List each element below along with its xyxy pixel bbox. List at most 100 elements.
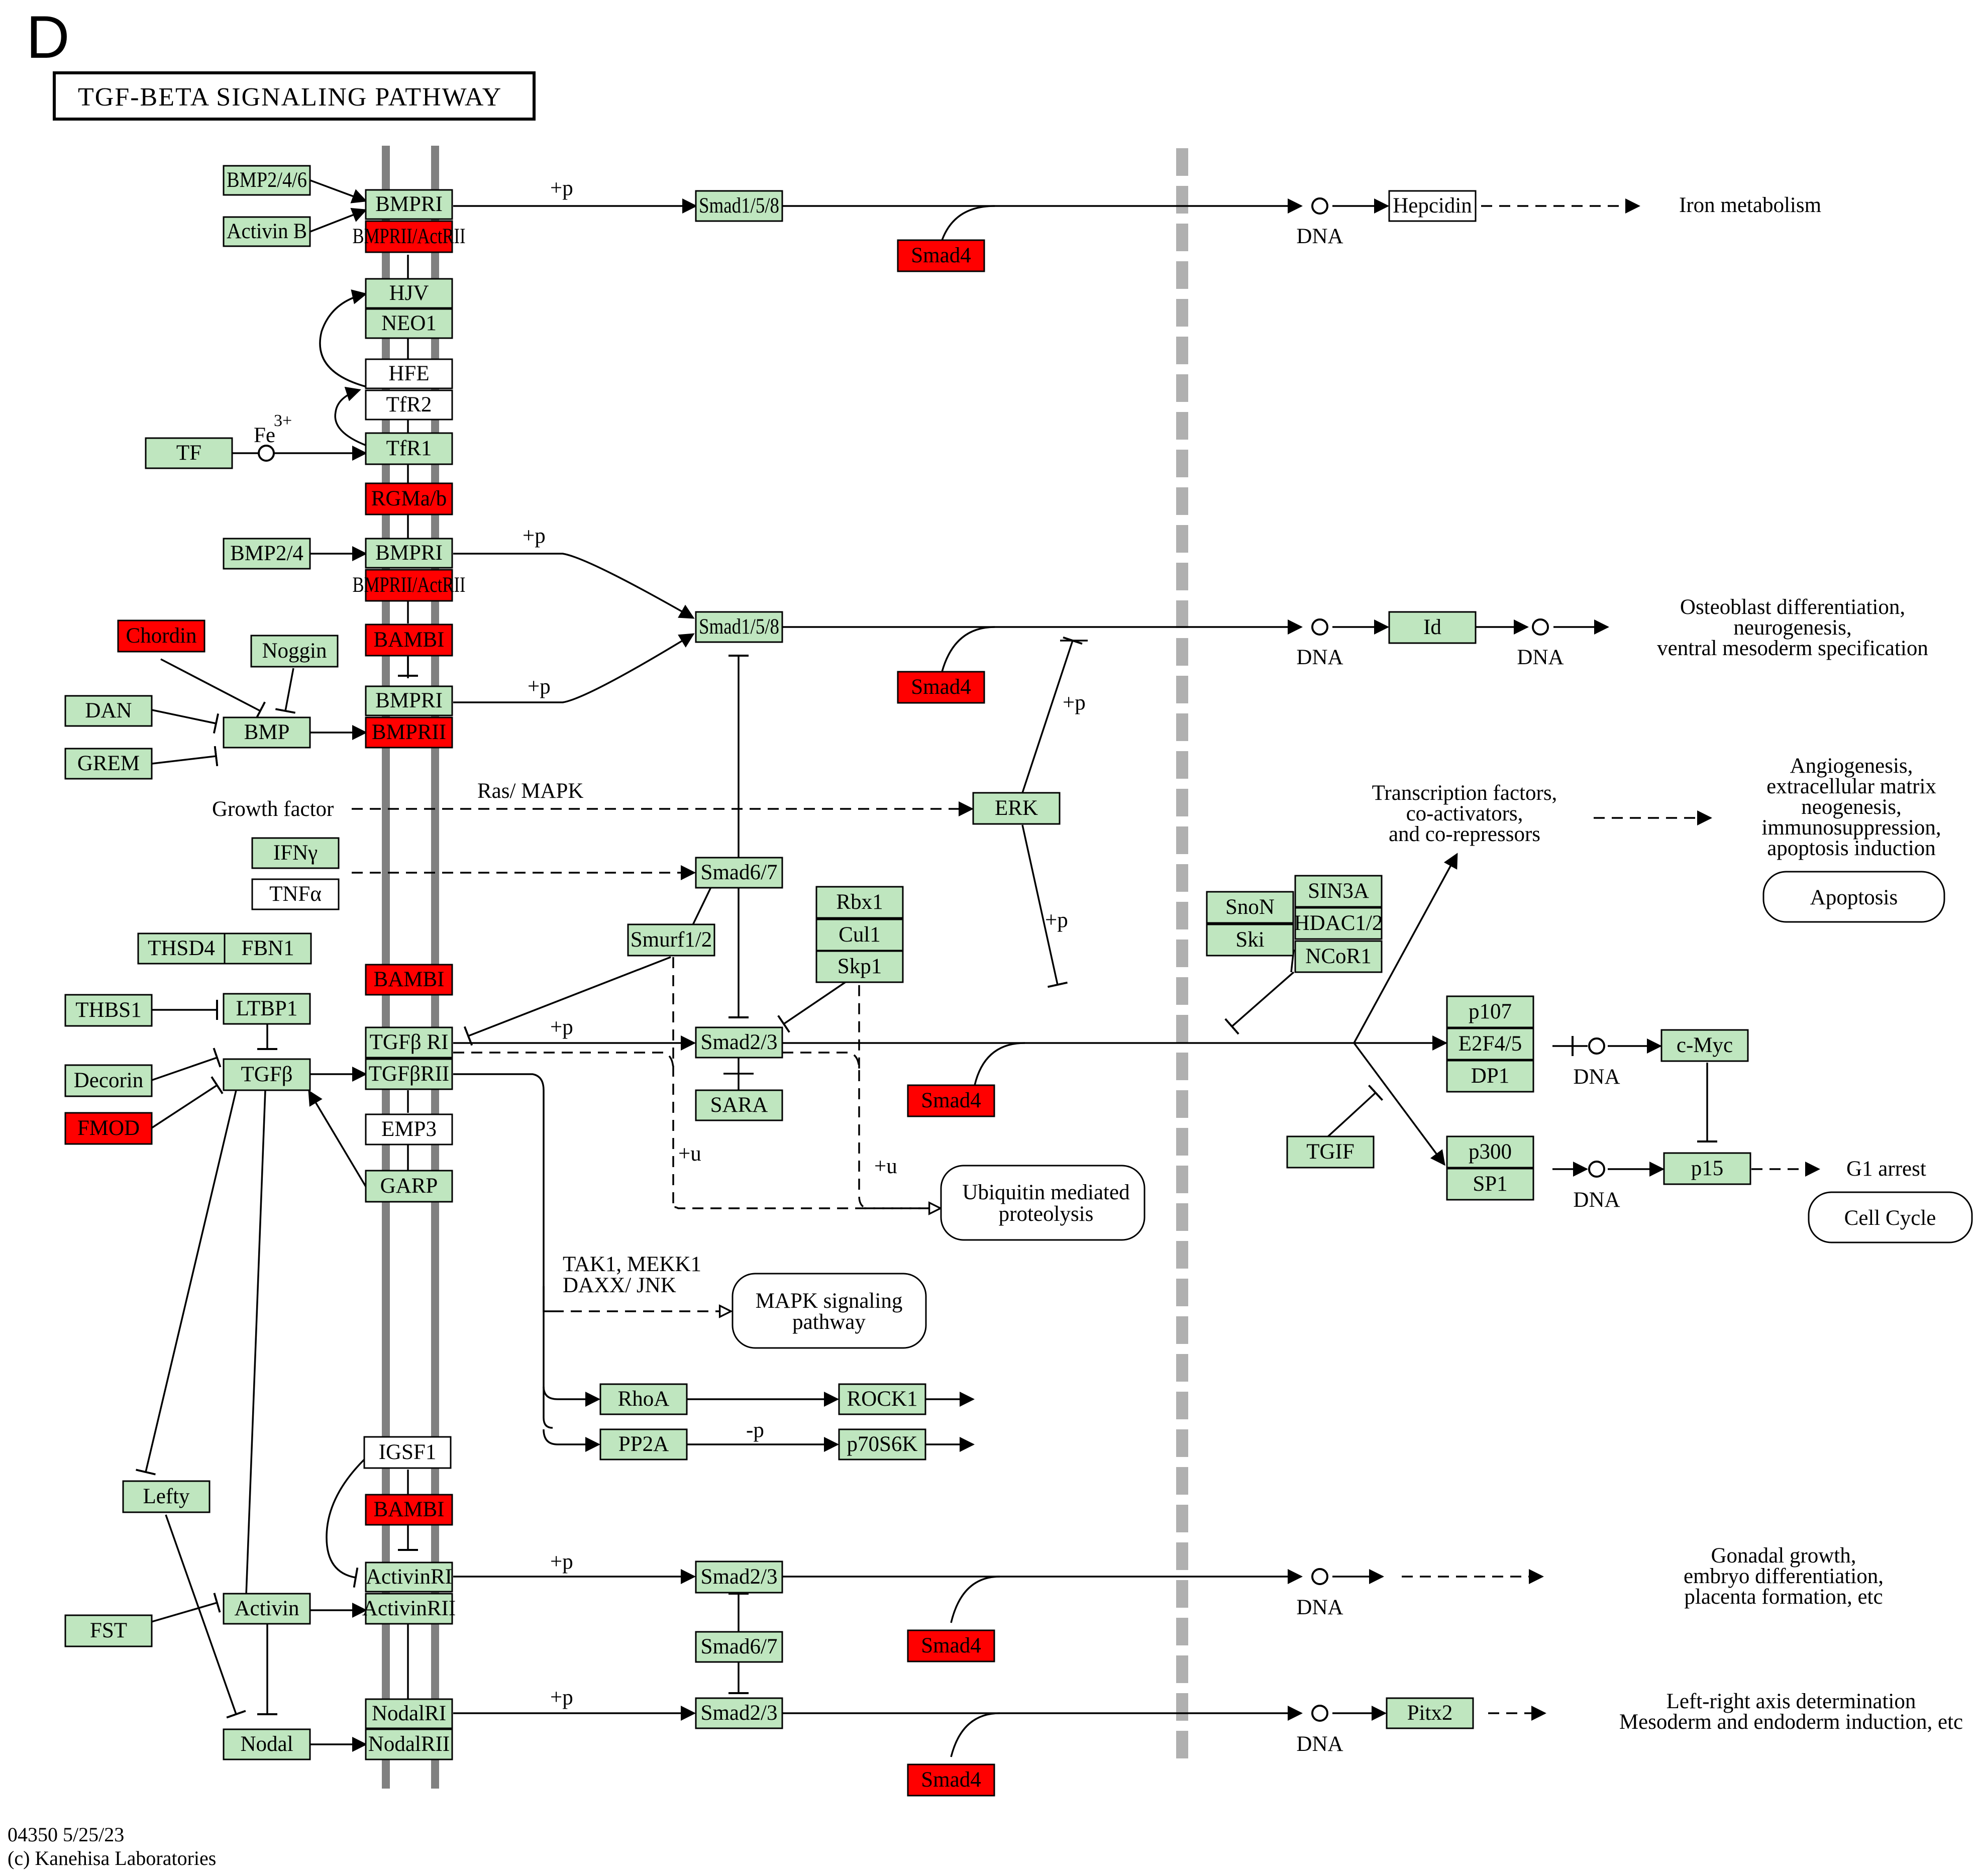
gene-node-smad158[interactable]: Smad1/5/8 [695, 190, 783, 222]
gene-node-smad23[interactable]: Smad2/3 [695, 1697, 783, 1729]
gene-node-activinrii[interactable]: ActivinRII [362, 1593, 456, 1625]
gene-node-pitx2[interactable]: Pitx2 [1386, 1697, 1474, 1729]
gene-node-tfr1[interactable]: TfR1 [365, 432, 453, 465]
gene-node-bambi[interactable]: BAMBI [365, 964, 453, 996]
gene-node-bmp246[interactable]: BMP2/4/6 [223, 165, 311, 196]
gene-node-smad67[interactable]: Smad6/7 [695, 1631, 783, 1663]
gene-node-bmp[interactable]: BMP [223, 716, 311, 749]
svg-text:HFE: HFE [388, 362, 429, 385]
gene-node-nodal[interactable]: Nodal [223, 1728, 311, 1760]
gene-node-thsd4[interactable]: THSD4 [137, 932, 226, 965]
gene-node-smad23[interactable]: Smad2/3 [695, 1026, 783, 1059]
svg-text:proteolysis: proteolysis [999, 1202, 1094, 1226]
gene-node-igsf1[interactable]: IGSF1 [363, 1436, 452, 1469]
gene-node-emp3[interactable]: EMP3 [365, 1113, 453, 1145]
outcome-osteoblast: ventral mesoderm specification [1657, 637, 1928, 660]
gene-node-smad4[interactable]: Smad4 [897, 239, 985, 272]
gene-node-p15[interactable]: p15 [1663, 1152, 1751, 1185]
gene-node-smad23[interactable]: Smad2/3 [695, 1560, 783, 1594]
gene-node-activinri[interactable]: ActivinRI [365, 1561, 453, 1593]
gene-node-fbn1[interactable]: FBN1 [224, 932, 312, 965]
edge [160, 658, 266, 720]
gene-node-smad4[interactable]: Smad4 [897, 671, 985, 704]
gene-node-hepcidin[interactable]: Hepcidin [1388, 190, 1477, 222]
gene-node-thbs1[interactable]: THBS1 [64, 994, 153, 1027]
gene-node-bmprii-actrii[interactable]: BMPRII/ActRII [353, 569, 466, 602]
gene-node-hdac12[interactable]: HDAC1/2 [1294, 907, 1383, 940]
gene-node-pp2a[interactable]: PP2A [599, 1428, 688, 1461]
gene-node-decorin[interactable]: Decorin [64, 1064, 153, 1097]
gene-node-tf[interactable]: TF [145, 437, 233, 469]
gene-node-smad67[interactable]: Smad6/7 [695, 857, 783, 889]
gene-node-ifny[interactable]: IFNγ [251, 837, 340, 869]
gene-node-ncor1[interactable]: NCoR1 [1294, 940, 1383, 973]
gene-node-p107[interactable]: p107 [1446, 995, 1534, 1028]
gene-node-rgmab[interactable]: RGMa/b [365, 482, 453, 515]
gene-node-dan[interactable]: DAN [64, 695, 153, 727]
svg-text:pathway: pathway [792, 1310, 866, 1334]
gene-node-smurf12[interactable]: Smurf1/2 [627, 923, 715, 957]
gene-node-dp1[interactable]: DP1 [1446, 1060, 1534, 1093]
gene-node-bmprii[interactable]: BMPRII [365, 716, 453, 749]
gene-node-tgfbri[interactable]: TGFβ RI [365, 1026, 453, 1059]
gene-node-hjv[interactable]: HJV [365, 278, 453, 309]
gene-node-skp1[interactable]: Skp1 [815, 950, 904, 983]
gene-node-rhoa[interactable]: RhoA [599, 1383, 688, 1415]
svg-text:Smad2/3: Smad2/3 [701, 1030, 778, 1054]
gene-node-nodalri[interactable]: NodalRI [365, 1698, 453, 1729]
map-link-apoptosis[interactable]: Apoptosis [1762, 871, 1945, 923]
gene-node-ski[interactable]: Ski [1206, 923, 1294, 957]
gene-node-fmod[interactable]: FMOD [64, 1112, 153, 1145]
svg-text:p107: p107 [1469, 1000, 1512, 1023]
svg-text:BMPRII/ActRII: BMPRII/ActRII [353, 573, 466, 597]
gene-node-activin-b[interactable]: Activin B [223, 216, 311, 247]
gene-node-bmprii-actrii[interactable]: BMPRII/ActRII [353, 220, 466, 253]
gene-node-noggin[interactable]: Noggin [250, 635, 339, 668]
gene-node-activin[interactable]: Activin [223, 1593, 311, 1625]
gene-node-tgfb[interactable]: TGFβ [223, 1058, 311, 1091]
gene-node-smad4[interactable]: Smad4 [907, 1084, 995, 1117]
gene-node-lefty[interactable]: Lefty [122, 1480, 211, 1513]
gene-node-garp[interactable]: GARP [365, 1170, 453, 1203]
gene-node-cmyc[interactable]: c-Myc [1660, 1029, 1749, 1062]
gene-node-sp1[interactable]: SP1 [1446, 1168, 1534, 1201]
gene-node-id[interactable]: Id [1388, 611, 1477, 644]
map-link-cell-cycle[interactable]: Cell Cycle [1808, 1191, 1973, 1243]
gene-node-neo1[interactable]: NEO1 [365, 308, 453, 339]
gene-node-snon[interactable]: SnoN [1206, 891, 1294, 924]
gene-node-fst[interactable]: FST [64, 1614, 153, 1647]
gene-node-grem[interactable]: GREM [64, 748, 153, 780]
gene-node-tfr2[interactable]: TfR2 [365, 389, 453, 421]
gene-node-bmp24[interactable]: BMP2/4 [223, 538, 311, 570]
gene-node-smad158[interactable]: Smad1/5/8 [695, 611, 783, 643]
svg-text:Hepcidin: Hepcidin [1393, 194, 1472, 218]
gene-node-p300[interactable]: p300 [1446, 1135, 1534, 1169]
dna-label: DNA [1296, 1596, 1343, 1619]
gene-node-chordin[interactable]: Chordin [117, 619, 205, 653]
gene-node-cul1[interactable]: Cul1 [815, 918, 904, 952]
gene-node-hfe[interactable]: HFE [365, 358, 453, 389]
gene-node-e2f45[interactable]: E2F4/5 [1446, 1027, 1534, 1061]
gene-node-rock1[interactable]: ROCK1 [838, 1383, 926, 1415]
svg-text:TF: TF [176, 441, 201, 465]
gene-node-bambi[interactable]: BAMBI [365, 623, 453, 657]
gene-node-bmpri[interactable]: BMPRI [365, 685, 453, 716]
gene-node-nodalrii[interactable]: NodalRII [365, 1728, 453, 1760]
gene-node-tgfbrii[interactable]: TGFβRII [365, 1058, 453, 1090]
gene-node-bmpri[interactable]: BMPRI [365, 189, 453, 220]
gene-node-tgif[interactable]: TGIF [1286, 1135, 1375, 1169]
gene-node-sara[interactable]: SARA [695, 1089, 783, 1121]
gene-node-smad4[interactable]: Smad4 [907, 1763, 995, 1797]
gene-node-tnfa[interactable]: TNFα [251, 878, 340, 910]
gene-node-sin3a[interactable]: SIN3A [1294, 875, 1383, 908]
gene-node-bambi[interactable]: BAMBI [365, 1494, 453, 1526]
gene-node-bmpri[interactable]: BMPRI [365, 538, 453, 569]
gene-node-erk[interactable]: ERK [972, 792, 1061, 825]
gene-node-p70s6k[interactable]: p70S6K [838, 1428, 926, 1461]
gene-node-ltbp1[interactable]: LTBP1 [223, 993, 311, 1025]
gene-node-smad4[interactable]: Smad4 [907, 1629, 995, 1662]
gene-node-rbx1[interactable]: Rbx1 [815, 886, 904, 919]
